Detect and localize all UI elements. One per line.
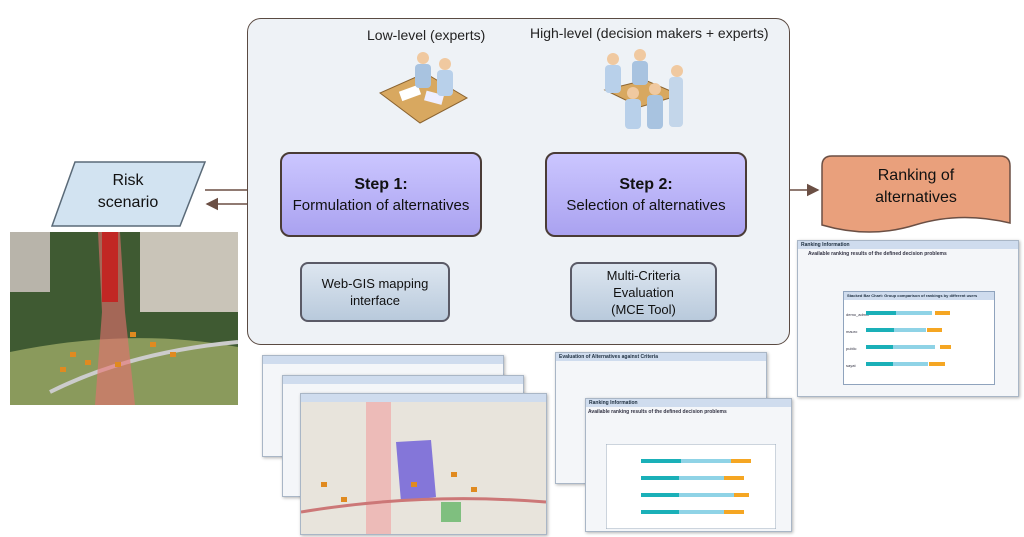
decision-makers-icon bbox=[603, 49, 683, 129]
experts-meeting-icon bbox=[379, 52, 469, 124]
ranking-window-title: Ranking Information bbox=[798, 241, 1018, 249]
risk-scenario-label: Risk scenario bbox=[68, 170, 188, 214]
step2-subtitle: Selection of alternatives bbox=[566, 196, 726, 214]
ranking-users: demo_admin mauro public sayat bbox=[846, 306, 869, 374]
ranking-label: Ranking of alternatives bbox=[830, 165, 1002, 209]
step2-box: Step 2: Selection of alternatives bbox=[545, 152, 747, 237]
webgis-line1: Web-GIS mapping bbox=[321, 276, 429, 291]
risk-line2: scenario bbox=[97, 194, 159, 211]
ranking-document-shape bbox=[821, 155, 1011, 233]
mce-ranking-screenshot: Ranking Information Available ranking re… bbox=[585, 398, 792, 532]
risk-map-image bbox=[10, 232, 238, 405]
webgis-line2: interface bbox=[350, 293, 400, 308]
webgis-map bbox=[301, 402, 546, 534]
ranking-window-sub: Available ranking results of the defined… bbox=[808, 251, 947, 257]
user-label: mauro bbox=[846, 329, 858, 334]
risk-scenario-shape bbox=[50, 161, 207, 227]
ranking-line1: Ranking of bbox=[877, 167, 955, 184]
low-level-label: Low-level (experts) bbox=[367, 27, 486, 43]
webgis-screenshot-3 bbox=[300, 393, 547, 535]
mce-line1: Multi-Criteria bbox=[606, 267, 681, 283]
step1-box: Step 1: Formulation of alternatives bbox=[280, 152, 482, 237]
user-label: public bbox=[846, 346, 857, 351]
mce-ranking-title: Ranking Information bbox=[586, 399, 791, 407]
user-label: demo_admin bbox=[846, 312, 870, 317]
mce-ranking-sub: Available ranking results of the defined… bbox=[588, 409, 727, 415]
eval-title: Evaluation of Alternatives against Crite… bbox=[556, 353, 766, 361]
ranking-mini-chart bbox=[866, 311, 951, 366]
risk-line1: Risk bbox=[112, 172, 144, 189]
user-label: sayat bbox=[846, 363, 856, 368]
webgis-box: Web-GIS mapping interface bbox=[300, 262, 450, 322]
step1-subtitle: Formulation of alternatives bbox=[292, 196, 470, 214]
step1-title: Step 1: bbox=[354, 175, 408, 193]
ranking-chart-window: Stacked Bar Chart: Group comparison of r… bbox=[843, 291, 995, 385]
ranking-chart-title: Stacked Bar Chart: Group comparison of r… bbox=[844, 292, 994, 300]
ranking-line2: alternatives bbox=[875, 189, 957, 206]
mce-line3: (MCE Tool) bbox=[611, 301, 676, 317]
high-level-label: High-level (decision makers + experts) bbox=[530, 25, 769, 41]
mce-mini-chart bbox=[606, 444, 776, 529]
mce-box: Multi-Criteria Evaluation (MCE Tool) bbox=[570, 262, 717, 322]
ranking-screenshot: Ranking Information Available ranking re… bbox=[797, 240, 1019, 397]
step2-title: Step 2: bbox=[619, 175, 673, 193]
mce-line2: Evaluation bbox=[613, 284, 674, 300]
